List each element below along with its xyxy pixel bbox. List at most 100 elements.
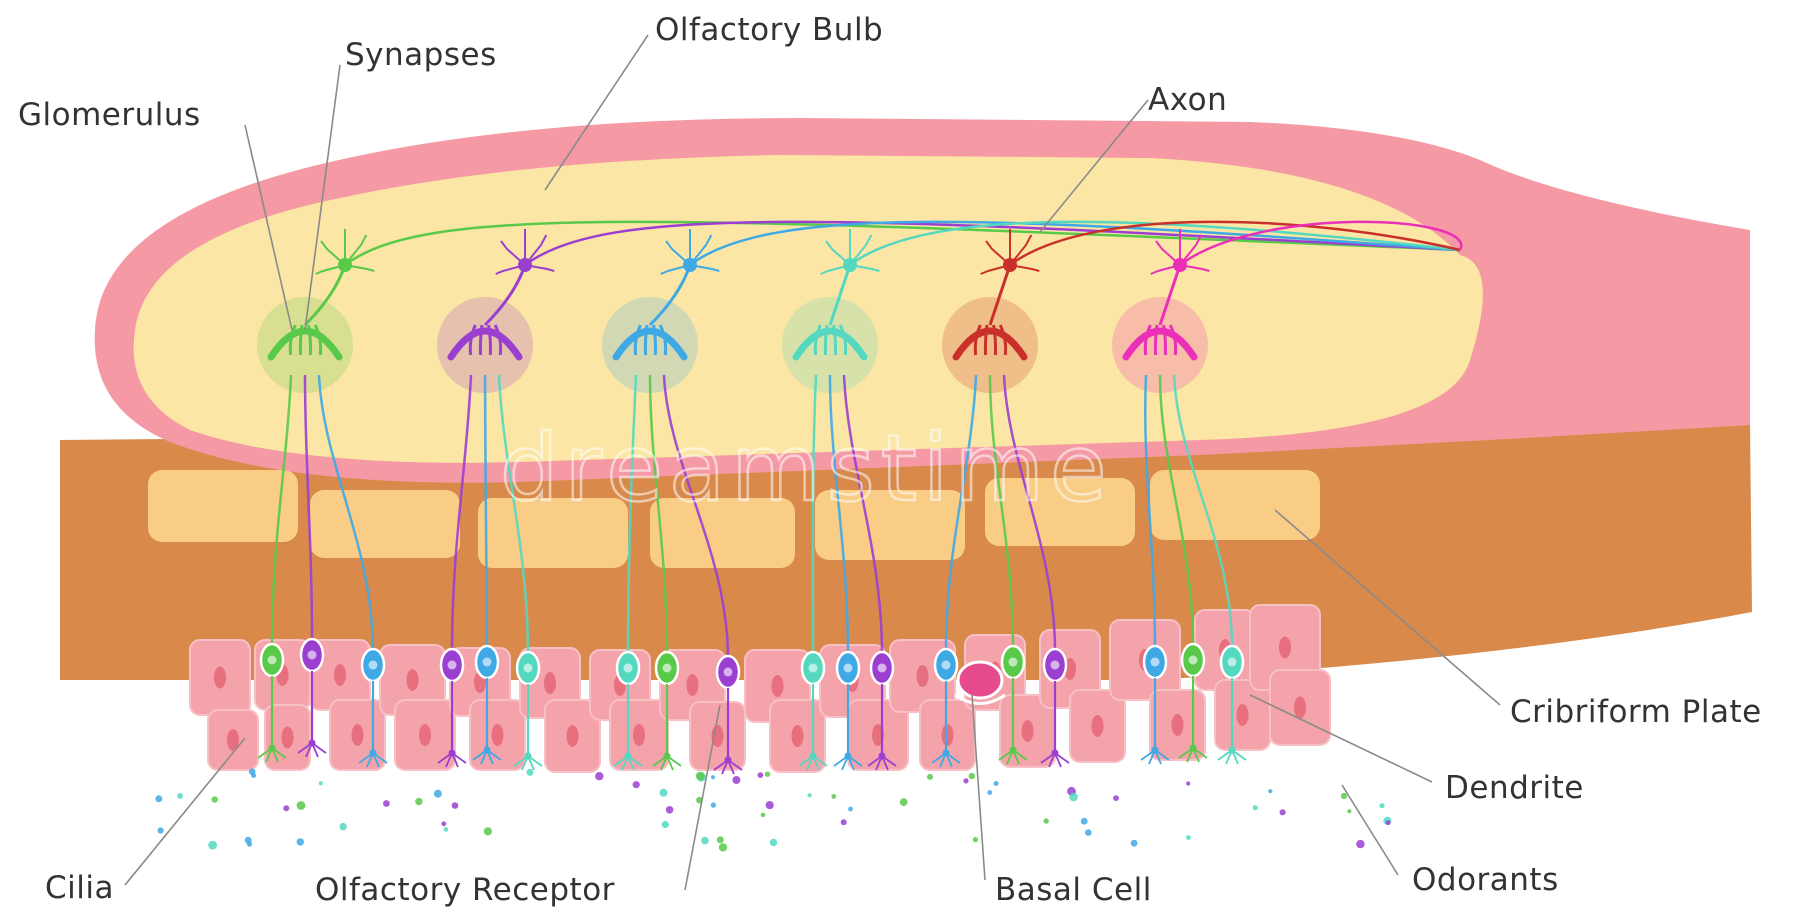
cell-nucleus bbox=[334, 664, 346, 686]
cell-nucleus bbox=[214, 667, 226, 689]
odorant-dot bbox=[319, 781, 323, 785]
odorant-dot bbox=[696, 772, 705, 781]
odorant-dot bbox=[1069, 793, 1078, 802]
receptor-nucleus bbox=[1228, 658, 1237, 667]
dendritic-knob bbox=[449, 750, 456, 757]
receptor-nucleus bbox=[1051, 661, 1060, 670]
dendritic-knob bbox=[525, 753, 532, 760]
basal-cell-icon bbox=[958, 662, 1002, 698]
odorant-dot bbox=[527, 769, 534, 776]
odorant-dot bbox=[973, 837, 978, 842]
odorant-dot bbox=[666, 806, 674, 814]
dendritic-knob bbox=[1010, 747, 1017, 754]
odorant-dot bbox=[297, 838, 304, 845]
label-axon: Axon bbox=[1148, 82, 1227, 118]
dendritic-knob bbox=[1052, 750, 1059, 757]
odorant-dot bbox=[701, 837, 709, 845]
odorant-dot bbox=[831, 794, 836, 799]
cell-nucleus bbox=[1172, 714, 1184, 736]
cribriform-block bbox=[310, 490, 460, 558]
odorant-dot bbox=[1044, 818, 1049, 823]
dendritic-knob bbox=[725, 757, 732, 764]
odorant-dot bbox=[808, 793, 812, 797]
odorant-dot bbox=[595, 772, 603, 780]
odorant-dot bbox=[1341, 793, 1347, 799]
receptor-nucleus bbox=[663, 664, 672, 673]
odorant-dot bbox=[1081, 818, 1088, 825]
cell-nucleus bbox=[917, 665, 929, 687]
synapse-branch bbox=[300, 325, 302, 355]
cell-nucleus bbox=[419, 724, 431, 746]
odorant-dot bbox=[660, 789, 668, 797]
odorant-dot bbox=[848, 807, 853, 812]
synapse-branch bbox=[480, 325, 482, 355]
odorant-dot bbox=[766, 801, 774, 809]
leader-cilia bbox=[125, 738, 245, 885]
cell-nucleus bbox=[687, 674, 699, 696]
dendritic-knob bbox=[309, 740, 316, 747]
cell-nucleus bbox=[407, 669, 419, 691]
odorant-dot bbox=[1386, 820, 1391, 825]
mitral-cell-icon bbox=[1173, 258, 1187, 272]
leader-basal-cell bbox=[972, 695, 985, 880]
cell-nucleus bbox=[1279, 637, 1291, 659]
dendritic-knob bbox=[370, 750, 377, 757]
dendritic-knob bbox=[879, 753, 886, 760]
receptor-nucleus bbox=[1009, 658, 1018, 667]
dendritic-knob bbox=[269, 745, 276, 752]
odorant-dot bbox=[444, 827, 449, 832]
odorant-dot bbox=[1253, 805, 1258, 810]
dendritic-knob bbox=[943, 750, 950, 757]
odorant-dot bbox=[927, 774, 933, 780]
odorant-dot bbox=[717, 836, 724, 843]
label-olfactory-bulb: Olfactory Bulb bbox=[655, 12, 883, 48]
dendritic-knob bbox=[1152, 747, 1159, 754]
odorant-dot bbox=[994, 781, 999, 786]
odorant-dot bbox=[1280, 809, 1286, 815]
cell-nucleus bbox=[1022, 720, 1034, 742]
mitral-cell-icon bbox=[1003, 258, 1017, 272]
receptor-nucleus bbox=[1151, 658, 1160, 667]
mitral-cell-icon bbox=[518, 258, 532, 272]
cell-nucleus bbox=[1237, 704, 1249, 726]
receptor-nucleus bbox=[844, 664, 853, 673]
label-dendrite: Dendrite bbox=[1445, 770, 1584, 806]
cell-nucleus bbox=[282, 727, 294, 749]
odorant-dot bbox=[969, 773, 975, 779]
odorant-dot bbox=[1379, 803, 1384, 808]
odorant-dot bbox=[434, 790, 442, 798]
synapse-branch bbox=[1155, 325, 1157, 355]
odorant-dot bbox=[761, 813, 766, 818]
cell-nucleus bbox=[1294, 697, 1306, 719]
cell-nucleus bbox=[792, 725, 804, 747]
odorant-dot bbox=[662, 821, 669, 828]
synapse-branch bbox=[985, 325, 987, 355]
odorant-dot bbox=[732, 776, 740, 784]
synapse-branch bbox=[825, 325, 827, 355]
label-synapses: Synapses bbox=[345, 37, 497, 73]
cell-nucleus bbox=[772, 675, 784, 697]
receptor-nucleus bbox=[448, 661, 457, 670]
odorant-dot bbox=[484, 827, 492, 835]
receptor-nucleus bbox=[369, 661, 378, 670]
dendritic-knob bbox=[625, 753, 632, 760]
odorant-dot bbox=[1347, 809, 1351, 813]
dendritic-knob bbox=[1229, 747, 1236, 754]
odorant-dot bbox=[963, 778, 968, 783]
odorant-dot bbox=[247, 842, 252, 847]
odorant-dot bbox=[155, 795, 162, 802]
synapse-branch bbox=[645, 325, 647, 355]
cell-nucleus bbox=[492, 724, 504, 746]
odorant-dot bbox=[177, 793, 183, 799]
odorant-dot bbox=[1113, 795, 1119, 801]
receptor-nucleus bbox=[308, 651, 317, 660]
cell-nucleus bbox=[544, 672, 556, 694]
odorant-dot bbox=[297, 801, 306, 810]
label-cilia: Cilia bbox=[45, 870, 114, 906]
leader-odorants bbox=[1342, 785, 1398, 875]
watermark-text: dreamstime bbox=[500, 415, 1113, 522]
cell-nucleus bbox=[352, 724, 364, 746]
odorant-dot bbox=[383, 800, 390, 807]
cell-nucleus bbox=[633, 724, 645, 746]
